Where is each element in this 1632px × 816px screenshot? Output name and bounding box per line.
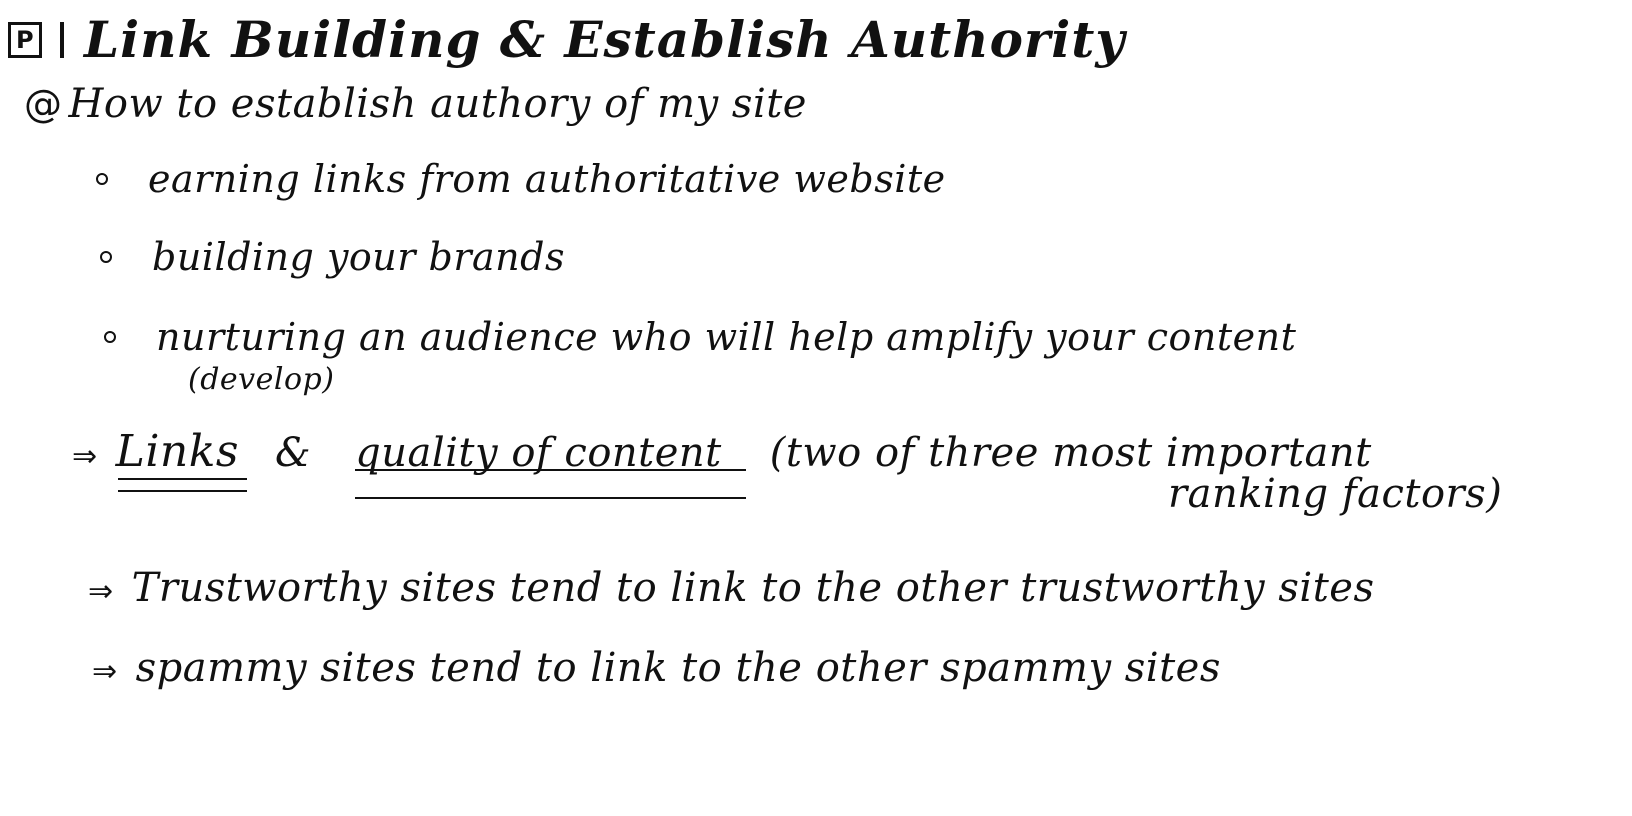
bullet-icon	[100, 251, 112, 263]
statement-row: ⇒ Trustworthy sites tend to link to the …	[88, 568, 1374, 608]
section-heading-row: @ How to establish authory of my site	[24, 84, 807, 124]
page-box-glyph: P	[15, 26, 35, 54]
list-item-text: building your brands	[152, 235, 565, 279]
ampersand: &	[275, 430, 312, 476]
implies-arrow-icon: ⇒	[88, 574, 114, 609]
statement-text: Trustworthy sites tend to link to the ot…	[131, 565, 1375, 611]
statement-row: ⇒ spammy sites tend to link to the other…	[92, 648, 1221, 688]
page-box-icon: P	[8, 22, 42, 58]
ranking-note: (two of three most important	[769, 430, 1372, 476]
ranking-note-continued: ranking factors)	[1168, 471, 1503, 517]
bullet-icon	[104, 331, 116, 343]
list-item-text: earning links from authoritative website	[148, 157, 946, 201]
list-item: earning links from authoritative website	[96, 160, 946, 198]
statement-text: spammy sites tend to link to the other s…	[135, 645, 1221, 691]
bullet-icon	[96, 173, 108, 185]
title-divider	[60, 22, 64, 58]
bullet-note: (develop)	[188, 362, 335, 397]
implies-arrow-icon: ⇒	[92, 654, 118, 689]
at-marker: @	[24, 82, 63, 126]
links-term: Links	[115, 426, 248, 492]
list-item: nurturing an audience who will help ampl…	[104, 318, 1296, 356]
section-heading: How to establish authory of my site	[68, 81, 807, 127]
implies-arrow-icon: ⇒	[72, 439, 98, 474]
page-title: Link Building & Establish Authority	[84, 10, 1126, 69]
title-row: P Link Building & Establish Authority	[8, 10, 1125, 70]
list-item-text: nurturing an audience who will help ampl…	[156, 315, 1297, 359]
conclusion-row: ⇒ Links & quality of content (two of thr…	[72, 426, 1372, 499]
list-item: building your brands	[100, 238, 565, 276]
quality-term: quality of content	[355, 430, 746, 499]
